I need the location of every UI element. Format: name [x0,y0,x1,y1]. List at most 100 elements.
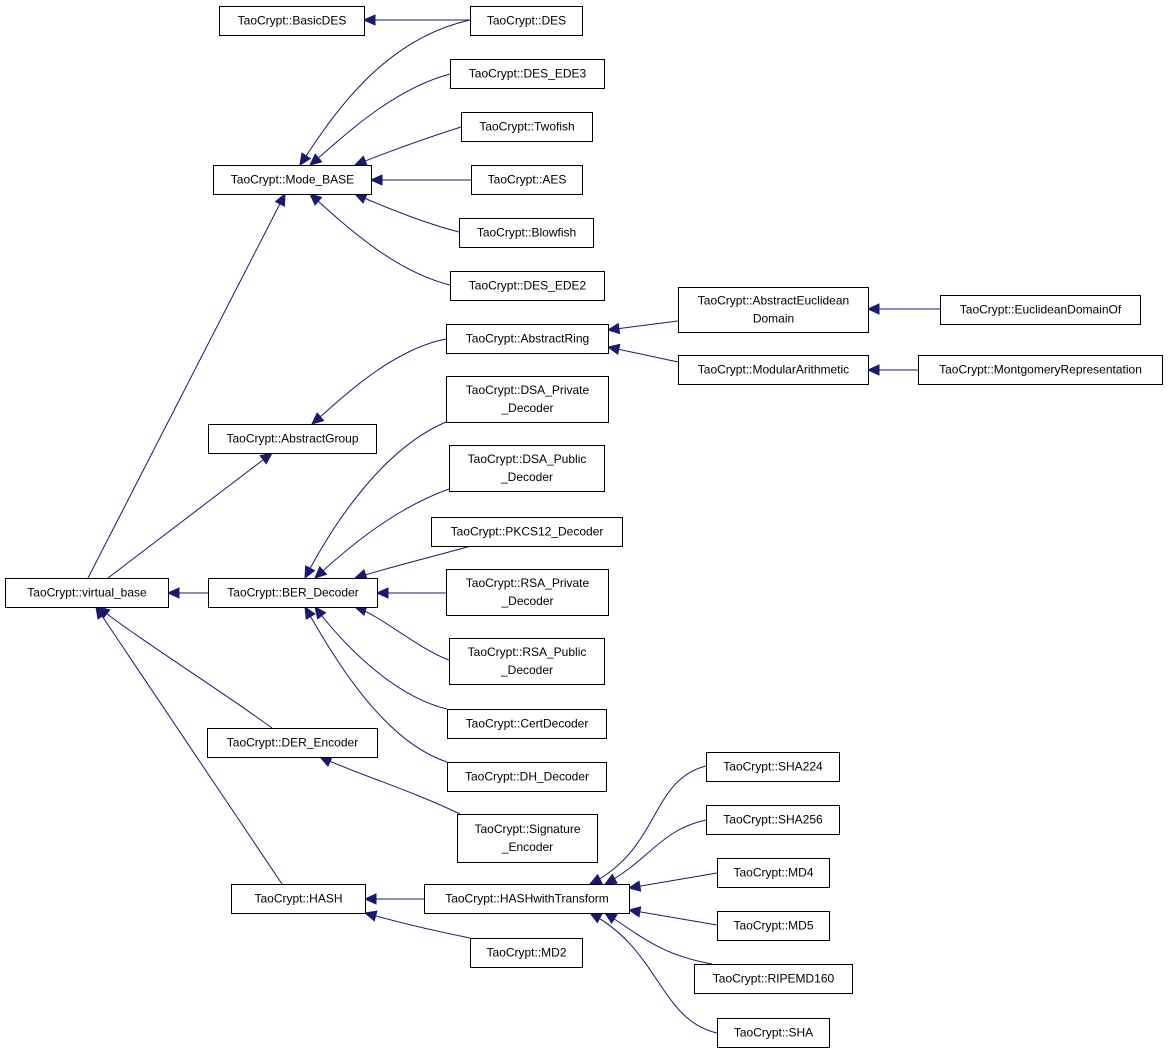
node-box[interactable] [461,112,593,142]
node-box[interactable] [940,295,1141,325]
node-label: TaoCrypt::BasicDES [238,14,347,28]
node-blowfish[interactable]: TaoCrypt::Blowfish [459,218,594,248]
node-ripemd160[interactable]: TaoCrypt::RIPEMD160 [694,964,853,994]
node-abstractgroup[interactable]: TaoCrypt::AbstractGroup [208,424,377,454]
node-signature-encoder[interactable]: TaoCrypt::Signature_Encoder [457,814,598,863]
node-box[interactable] [706,752,840,782]
node-box[interactable] [706,805,840,835]
node-label: TaoCrypt::HASHwithTransform [445,892,609,906]
node-modulararithmetic[interactable]: TaoCrypt::ModularArithmetic [678,355,869,385]
edge-arrowhead [318,756,333,767]
node-box[interactable] [694,964,853,994]
node-box[interactable] [471,165,583,195]
node-box[interactable] [231,884,366,914]
node-abstractring[interactable]: TaoCrypt::AbstractRing [446,324,609,354]
node-box[interactable] [208,424,377,454]
node-box[interactable] [457,814,598,863]
node-sha[interactable]: TaoCrypt::SHA [717,1018,830,1048]
node-rsa-public-decoder[interactable]: TaoCrypt::RSA_Public_Decoder [449,638,605,685]
node-des-ede3[interactable]: TaoCrypt::DES_EDE3 [450,59,605,89]
node-md5[interactable]: TaoCrypt::MD5 [717,911,830,941]
node-dsa-private-decoder[interactable]: TaoCrypt::DSA_Private_Decoder [446,376,609,423]
node-label: TaoCrypt::Mode_BASE [231,173,354,187]
node-box[interactable] [717,1018,830,1048]
node-md4[interactable]: TaoCrypt::MD4 [717,858,830,888]
node-box[interactable] [450,271,605,301]
node-label: _Decoder [500,401,553,415]
node-box[interactable] [678,287,869,333]
node-rsa-private-decoder[interactable]: TaoCrypt::RSA_Private_Decoder [446,569,609,616]
edge-ripemd160-to-hashwithtransform [603,912,713,965]
node-label: _Encoder [501,840,553,854]
node-box[interactable] [459,218,594,248]
node-box[interactable] [219,6,365,36]
node-aes[interactable]: TaoCrypt::AES [471,165,583,195]
edge-ber-decoder-to-virtual-base [166,587,208,599]
node-pkcs12-decoder[interactable]: TaoCrypt::PKCS12_Decoder [431,517,623,547]
node-sha256[interactable]: TaoCrypt::SHA256 [706,805,840,835]
node-der-encoder[interactable]: TaoCrypt::DER_Encoder [207,728,378,758]
node-hash[interactable]: TaoCrypt::HASH [231,884,366,914]
node-euclideandomainof[interactable]: TaoCrypt::EuclideanDomainOf [940,295,1141,325]
node-label: TaoCrypt::DSA_Private [466,383,590,397]
node-hashwithtransform[interactable]: TaoCrypt::HASHwithTransform [424,884,630,914]
node-montgomeryrepresentation[interactable]: TaoCrypt::MontgomeryRepresentation [918,355,1163,385]
edge-arrowhead [304,565,316,580]
node-label: TaoCrypt::Twofish [479,120,574,134]
edge-arrowhead [259,452,273,465]
node-label: Domain [753,312,794,326]
node-box[interactable] [717,911,830,941]
node-box[interactable] [449,445,605,492]
node-des-ede2[interactable]: TaoCrypt::DES_EDE2 [450,271,605,301]
node-box[interactable] [678,355,869,385]
node-virtual-base[interactable]: TaoCrypt::virtual_base [5,578,169,608]
node-sha224[interactable]: TaoCrypt::SHA224 [706,752,840,782]
edge-arrowhead [362,14,376,26]
node-box[interactable] [449,638,605,685]
node-des[interactable]: TaoCrypt::DES [470,6,583,36]
edge-line [628,872,718,889]
node-mode-base[interactable]: TaoCrypt::Mode_BASE [213,165,372,195]
edge-line [364,912,471,939]
node-label: TaoCrypt::DES_EDE2 [469,279,587,293]
node-label: _Decoder [500,663,553,677]
node-ber-decoder[interactable]: TaoCrypt::BER_Decoder [208,578,378,608]
node-box[interactable] [5,578,169,608]
node-label: TaoCrypt::MD5 [733,919,813,933]
node-md2[interactable]: TaoCrypt::MD2 [470,938,583,968]
node-box[interactable] [470,938,583,968]
node-dsa-public-decoder[interactable]: TaoCrypt::DSA_Public_Decoder [449,445,605,492]
node-box[interactable] [431,517,623,547]
edge-arrowhead [311,412,325,425]
node-label: TaoCrypt::PKCS12_Decoder [451,525,604,539]
node-box[interactable] [208,578,378,608]
node-label: TaoCrypt::DES_EDE3 [469,67,587,81]
node-box[interactable] [447,762,607,792]
node-dh-decoder[interactable]: TaoCrypt::DH_Decoder [447,762,607,792]
node-box[interactable] [450,59,605,89]
nodes-layer: TaoCrypt::virtual_base TaoCrypt::Mode_BAS… [5,6,1163,1048]
node-box[interactable] [446,376,609,423]
node-basicdes[interactable]: TaoCrypt::BasicDES [219,6,365,36]
edge-md5-to-hashwithtransform [627,906,718,926]
node-twofish[interactable]: TaoCrypt::Twofish [461,112,593,142]
edges-layer [87,14,940,1034]
edge-arrowhead [363,910,378,922]
edge-arrowhead [866,303,880,315]
node-box[interactable] [918,355,1163,385]
node-box[interactable] [207,728,378,758]
node-box[interactable] [717,858,830,888]
edge-line [607,346,679,363]
edge-line [107,452,273,579]
node-box[interactable] [446,324,609,354]
edge-abstracteuclideandomain-to-abstractring [606,320,679,335]
node-certdecoder[interactable]: TaoCrypt::CertDecoder [447,709,607,739]
node-box[interactable] [447,709,607,739]
node-box[interactable] [424,884,630,914]
edge-arrowhead [309,193,323,206]
node-box[interactable] [470,6,583,36]
node-box[interactable] [446,569,609,616]
node-box[interactable] [213,165,372,195]
node-label: TaoCrypt::AbstractRing [466,332,589,346]
